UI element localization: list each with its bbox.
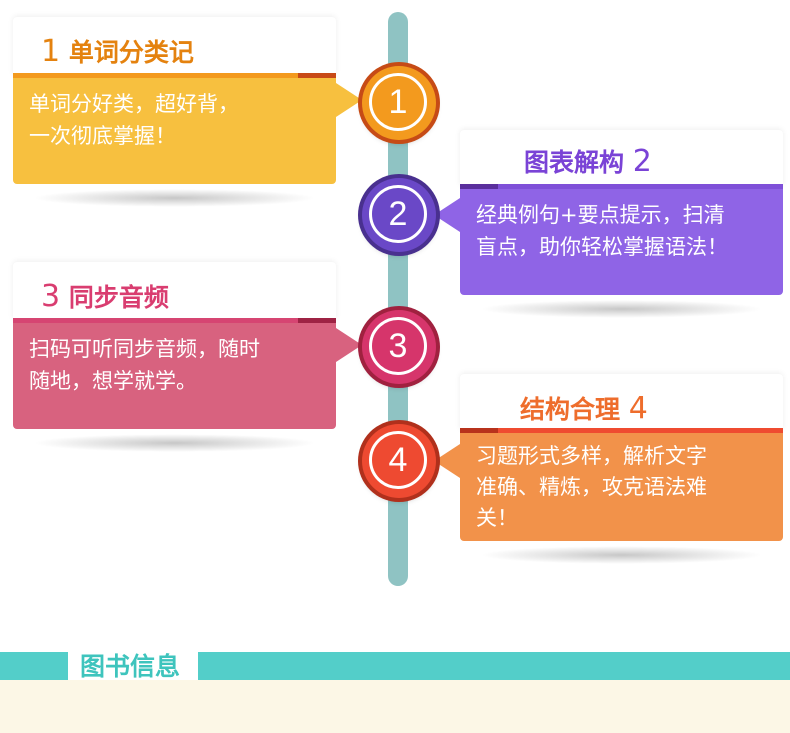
card-number: 4 [628, 391, 648, 426]
card-stripe [460, 184, 783, 189]
step-circle-1: 1 [362, 66, 436, 140]
card-body: 经典例句+要点提示，扫清 盲点，助你轻松掌握语法！ [460, 189, 783, 295]
card-body: 单词分好类，超好背， 一次彻底掌握！ [13, 78, 336, 184]
step-circle-4: 4 [362, 424, 436, 498]
card-title: 1 单词分类记 [41, 37, 194, 68]
step-number: 4 [369, 431, 427, 489]
card-number: 1 [41, 34, 61, 69]
feature-card-1: 1 单词分类记 单词分好类，超好背， 一次彻底掌握！ [13, 17, 362, 207]
feature-card-2: 图表解构 2 经典例句+要点提示，扫清 盲点，助你轻松掌握语法！ [434, 130, 783, 318]
card-title: 3 同步音频 [41, 282, 169, 313]
step-number: 3 [369, 317, 427, 375]
card-line: 随地，想学就学。 [29, 369, 197, 393]
card-stripe [13, 318, 336, 323]
card-line: 习题形式多样，解析文字 [476, 444, 707, 468]
card-header [460, 130, 783, 186]
card-line: 关！ [476, 506, 518, 530]
card-line: 准确、精炼，攻克语法难 [476, 475, 707, 499]
card-title-text: 同步音频 [68, 283, 169, 312]
step-circle-2: 2 [362, 178, 436, 252]
card-header [460, 374, 783, 430]
card-pointer [336, 83, 362, 117]
card-pointer [434, 198, 460, 232]
card-title: 结构合理 4 [520, 394, 648, 425]
card-stripe [460, 428, 783, 433]
card-title: 图表解构 2 [524, 147, 652, 178]
card-line: 经典例句+要点提示，扫清 [476, 203, 725, 227]
card-line: 单词分好类，超好背， [29, 92, 239, 116]
card-header [13, 262, 336, 320]
card-title-text: 单词分类记 [68, 38, 194, 67]
card-line: 扫码可听同步音频，随时 [29, 337, 260, 361]
step-circle-3: 3 [362, 310, 436, 384]
card-pointer [434, 444, 460, 478]
card-shadow [480, 546, 763, 564]
card-number: 2 [632, 144, 652, 179]
feature-card-4: 结构合理 4 习题形式多样，解析文字 准确、精炼，攻克语法难 关！ [434, 374, 783, 574]
section-label-bg [68, 650, 198, 684]
card-line: 盲点，助你轻松掌握语法！ [476, 235, 728, 259]
card-header [13, 17, 336, 75]
card-line: 一次彻底掌握！ [29, 124, 176, 148]
card-title-text: 图表解构 [524, 148, 625, 177]
card-number: 3 [41, 279, 61, 314]
section-title: 图书信息 [80, 652, 181, 681]
card-shadow [33, 189, 316, 207]
card-body: 习题形式多样，解析文字 准确、精炼，攻克语法难 关！ [460, 433, 783, 541]
step-number: 1 [369, 73, 427, 131]
card-title-text: 结构合理 [520, 395, 621, 424]
card-shadow [33, 434, 316, 452]
card-pointer [336, 328, 362, 362]
card-stripe [13, 73, 336, 78]
step-number: 2 [369, 185, 427, 243]
section-body [0, 680, 790, 733]
card-shadow [480, 300, 763, 318]
card-body: 扫码可听同步音频，随时 随地，想学就学。 [13, 323, 336, 429]
feature-card-3: 3 同步音频 扫码可听同步音频，随时 随地，想学就学。 [13, 262, 362, 452]
